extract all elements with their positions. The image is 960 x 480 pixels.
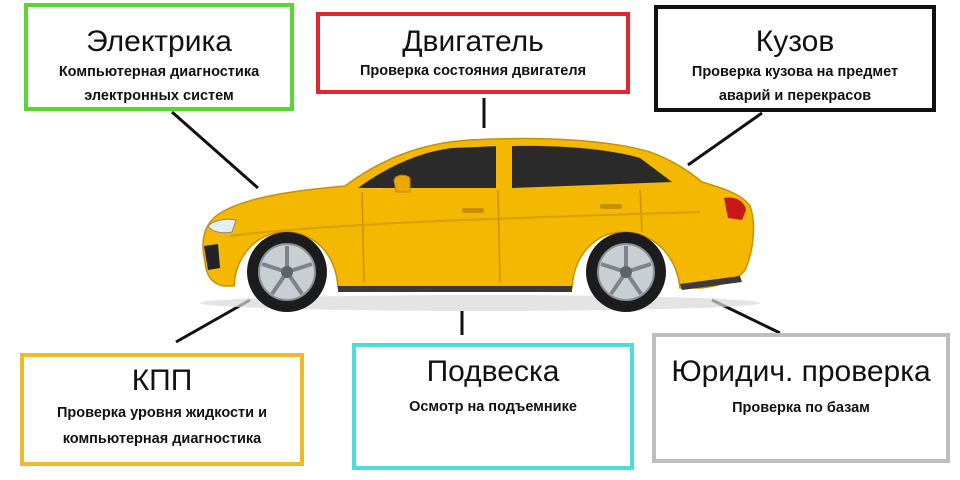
engine-desc-line1: Проверка состояния двигателя xyxy=(359,63,587,79)
gearbox-desc-line1: Проверка уровня жидкости и xyxy=(56,405,268,421)
front-wheel xyxy=(247,232,327,312)
body-title: Кузов xyxy=(755,25,835,58)
body-box: Кузов Проверка кузова на предмет аварий … xyxy=(654,5,936,112)
rear-window xyxy=(512,145,672,188)
electrics-desc-line1: Компьютерная диагностика xyxy=(58,64,260,80)
suspension-title: Подвеска xyxy=(426,355,560,388)
connector-body xyxy=(687,111,763,167)
gearbox-box: КПП Проверка уровня жидкости и компьютер… xyxy=(20,353,304,466)
engine-title: Двигатель xyxy=(402,25,544,58)
legal-desc-line1: Проверка по базам xyxy=(732,400,870,416)
front-window xyxy=(358,146,498,188)
sedan-car-icon xyxy=(200,137,760,312)
electrics-box: Электрика Компьютерная диагностика элект… xyxy=(24,3,294,111)
suspension-box: Подвеска Осмотр на подъемнике xyxy=(352,343,634,470)
connector-electrics xyxy=(171,110,259,190)
electrics-desc-line2: электронных систем xyxy=(84,88,234,104)
suspension-desc-line1: Осмотр на подъемнике xyxy=(409,399,577,415)
headlight xyxy=(207,218,237,234)
legal-title: Юридич. проверка xyxy=(671,355,931,388)
body-desc-line2: аварий и перекрасов xyxy=(718,88,872,104)
legal-box: Юридич. проверка Проверка по базам xyxy=(652,333,950,463)
engine-box: Двигатель Проверка состояния двигателя xyxy=(316,12,630,94)
taillight xyxy=(724,197,746,220)
gearbox-title: КПП xyxy=(131,364,193,397)
gearbox-desc-line2: компьютерная диагностика xyxy=(62,431,262,447)
rear-wheel xyxy=(586,232,666,312)
body-desc-line1: Проверка кузова на предмет xyxy=(691,64,899,80)
electrics-title: Электрика xyxy=(86,25,232,58)
